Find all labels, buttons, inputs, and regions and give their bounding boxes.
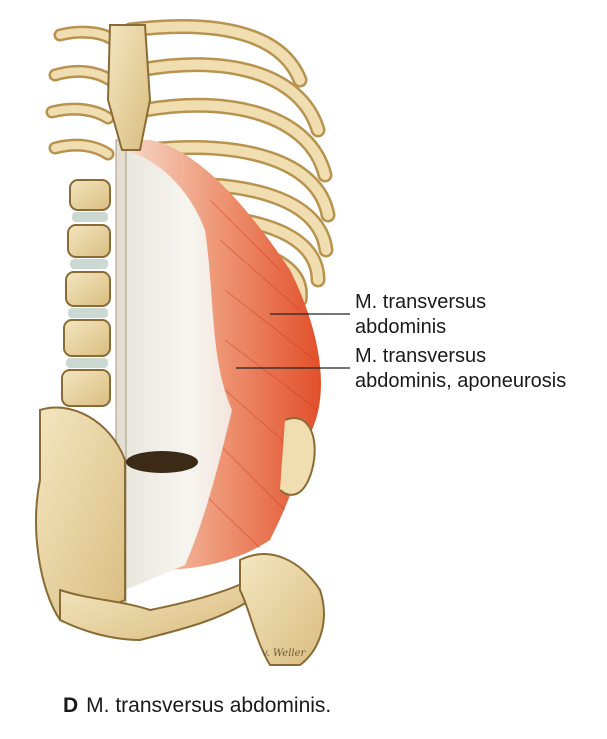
caption-text: M. transversus abdominis. xyxy=(86,694,332,717)
label-line: M. transversus xyxy=(355,345,487,367)
vertebral-column xyxy=(61,179,111,407)
aponeurosis xyxy=(125,150,232,590)
label-line: abdominis, aponeurosis xyxy=(355,370,567,392)
femur xyxy=(239,553,325,666)
left-ribs xyxy=(45,25,117,161)
iliac-crest xyxy=(279,417,316,496)
caption-letter: D xyxy=(63,694,79,717)
figure-caption: D M. transversus abdominis. xyxy=(63,694,331,718)
label-line: abdominis xyxy=(355,316,447,338)
pelvis xyxy=(35,406,126,624)
sternum xyxy=(106,24,152,151)
umbilicus xyxy=(126,451,198,473)
artist-signature: v. Weller xyxy=(262,648,306,659)
label-aponeurosis: M. transversus abdominis, aponeurosis xyxy=(355,344,566,394)
label-line: M. transversus xyxy=(355,291,487,313)
muscle-fibers xyxy=(199,199,319,549)
label-transversus-abdominis: M. transversus abdominis xyxy=(355,290,486,340)
